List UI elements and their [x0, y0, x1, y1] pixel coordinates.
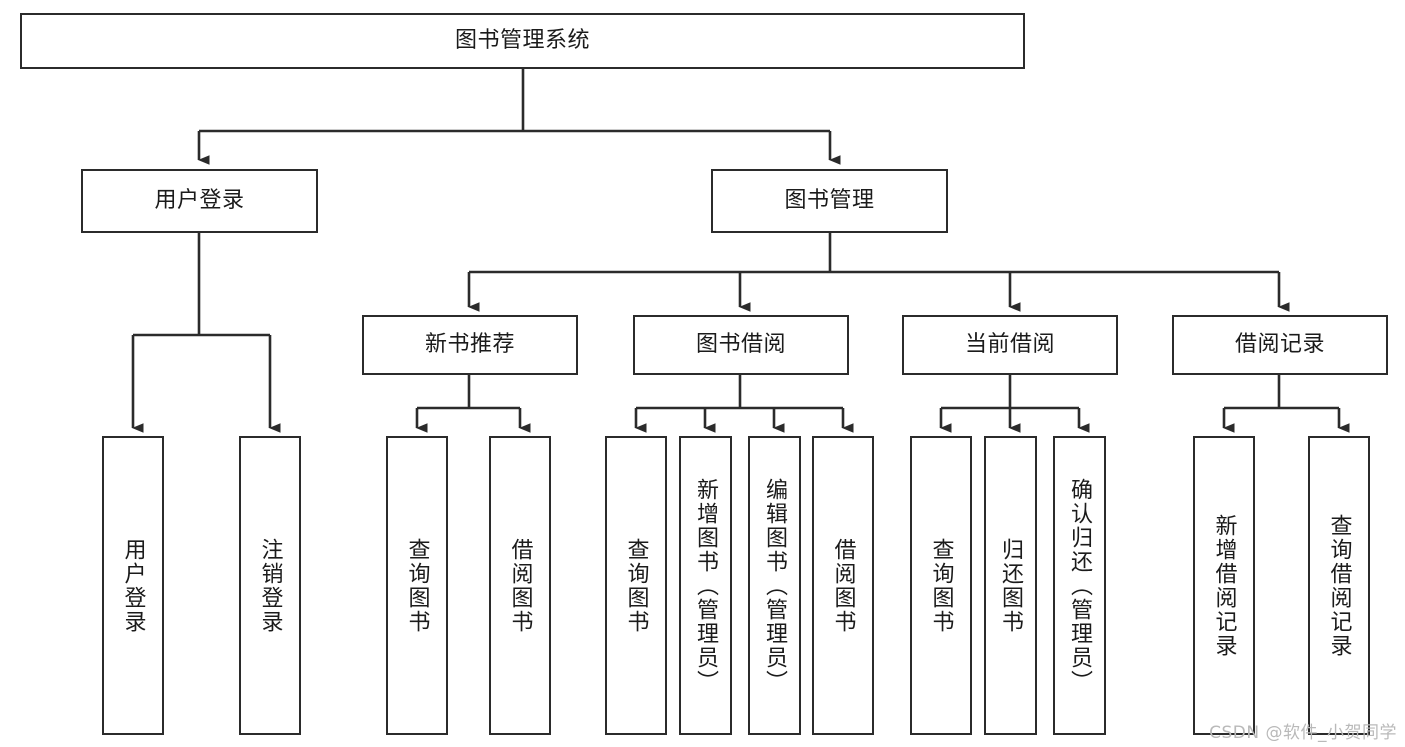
node-label: 借阅图书 — [830, 537, 856, 634]
node-leaf-query-record[interactable]: 查询借阅记录 — [1308, 436, 1370, 735]
node-leaf-add-book[interactable]: 新增图书（管理员） — [679, 436, 732, 735]
node-label: 查询图书 — [623, 537, 649, 634]
node-label: 确认归还（管理员） — [1067, 477, 1093, 694]
node-label: 图书借阅 — [695, 332, 786, 357]
node-label: 注销登录 — [257, 537, 283, 634]
node-leaf-return-book[interactable]: 归还图书 — [984, 436, 1037, 735]
node-root-book-management-system[interactable]: 图书管理系统 — [20, 13, 1025, 69]
node-leaf-query-book-2[interactable]: 查询图书 — [605, 436, 667, 735]
node-label: 查询图书 — [928, 537, 954, 634]
node-new-book-recommend[interactable]: 新书推荐 — [362, 315, 578, 375]
node-label: 归还图书 — [998, 537, 1024, 634]
node-label: 编辑图书（管理员） — [762, 477, 788, 694]
node-leaf-borrow-book-1[interactable]: 借阅图书 — [489, 436, 551, 735]
node-label: 借阅图书 — [507, 537, 533, 634]
node-label: 新书推荐 — [424, 332, 515, 357]
node-label: 借阅记录 — [1234, 332, 1325, 357]
node-leaf-query-book-1[interactable]: 查询图书 — [386, 436, 448, 735]
node-label: 新增借阅记录 — [1211, 513, 1237, 658]
node-borrow-record[interactable]: 借阅记录 — [1172, 315, 1388, 375]
node-label: 图书管理系统 — [454, 28, 590, 53]
node-book-management[interactable]: 图书管理 — [711, 169, 948, 233]
node-current-borrow[interactable]: 当前借阅 — [902, 315, 1118, 375]
node-leaf-confirm-return[interactable]: 确认归还（管理员） — [1053, 436, 1106, 735]
node-label: 新增图书（管理员） — [693, 477, 719, 694]
node-label: 用户登录 — [120, 537, 146, 634]
node-user-login[interactable]: 用户登录 — [81, 169, 318, 233]
node-label: 图书管理 — [784, 188, 875, 213]
node-leaf-user-login[interactable]: 用户登录 — [102, 436, 164, 735]
node-label: 查询借阅记录 — [1326, 513, 1352, 658]
node-leaf-user-logout[interactable]: 注销登录 — [239, 436, 301, 735]
csdn-watermark: CSDN @软件_小贺同学 — [1209, 723, 1397, 743]
node-leaf-borrow-book-2[interactable]: 借阅图书 — [812, 436, 874, 735]
node-leaf-query-book-3[interactable]: 查询图书 — [910, 436, 972, 735]
node-label: 当前借阅 — [964, 332, 1055, 357]
node-label: 查询图书 — [404, 537, 430, 634]
node-label: 用户登录 — [154, 188, 245, 213]
node-book-borrow[interactable]: 图书借阅 — [633, 315, 849, 375]
node-leaf-add-record[interactable]: 新增借阅记录 — [1193, 436, 1255, 735]
node-leaf-edit-book[interactable]: 编辑图书（管理员） — [748, 436, 801, 735]
